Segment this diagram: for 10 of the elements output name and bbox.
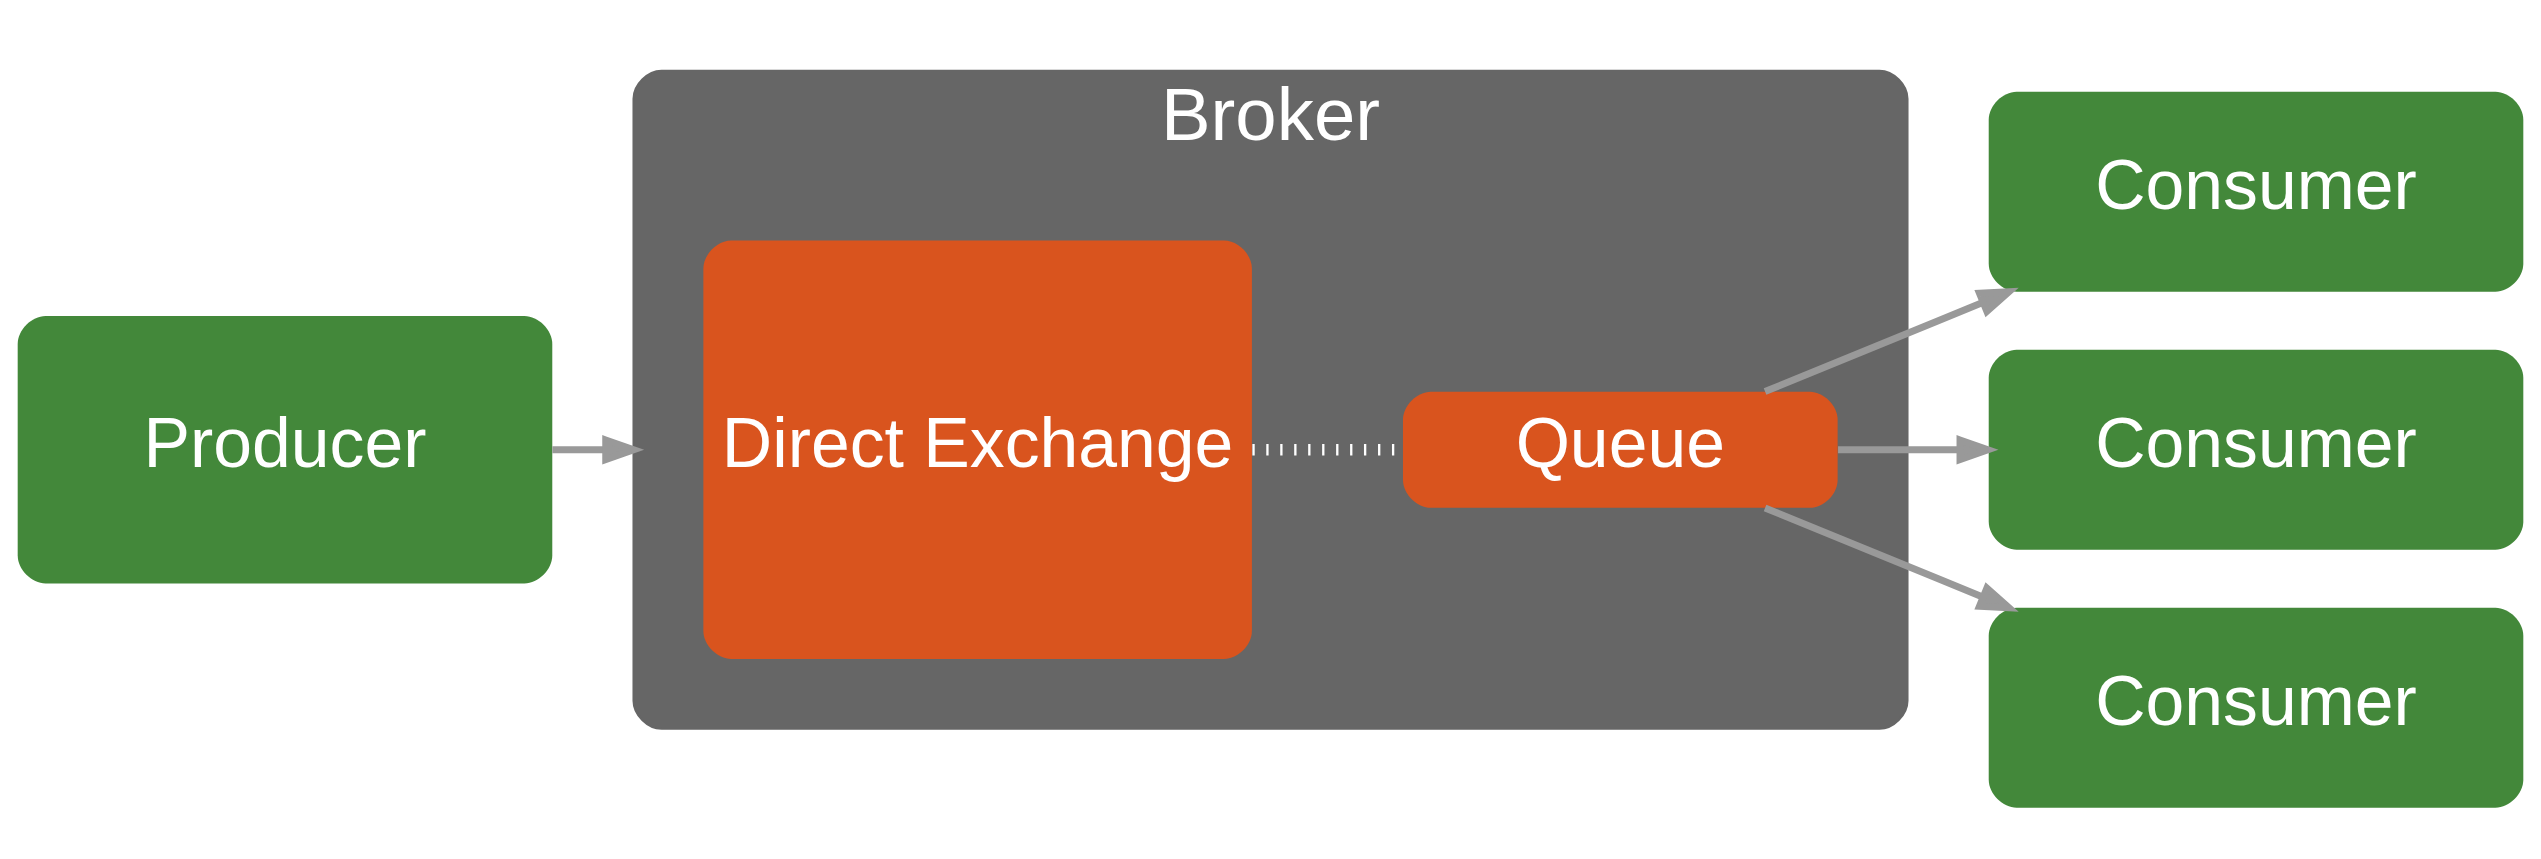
node-box: Producer <box>17 315 553 583</box>
node-box: Consumer <box>1988 349 2524 550</box>
node-box: Consumer <box>1988 91 2524 292</box>
arrow <box>1763 287 2019 395</box>
node-box: Queue <box>1403 391 1838 508</box>
arrow <box>1838 434 1999 464</box>
node-box: Direct Exchange <box>703 240 1252 659</box>
node-box: Consumer <box>1988 607 2524 808</box>
arrow <box>552 434 645 464</box>
arrow <box>1763 504 2019 612</box>
